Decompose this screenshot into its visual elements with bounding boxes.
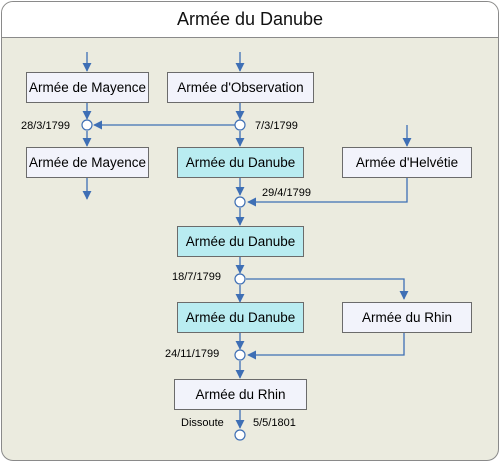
- junction-node: [234, 196, 246, 208]
- line-split-rhin: [246, 278, 409, 300]
- line-rhin-merge: [247, 333, 405, 360]
- dissolved-label: Dissoute: [181, 417, 224, 429]
- box-armee-de-mayence-2: Armée de Mayence: [26, 147, 149, 178]
- junction-node: [234, 119, 246, 131]
- box-armee-d-helvetie: Armée d'Helvétie: [342, 147, 472, 178]
- junction-node: [234, 349, 246, 361]
- box-armee-du-rhin-right: Armée du Rhin: [342, 302, 472, 333]
- date-label-29-4-1799: 29/4/1799: [262, 187, 311, 199]
- box-armee-d-observation: Armée d'Observation: [167, 72, 314, 103]
- junction-node: [81, 119, 93, 131]
- date-label-5-5-1801: 5/5/1801: [253, 417, 296, 429]
- date-label-24-11-1799: 24/11/1799: [165, 348, 220, 360]
- junction-node: [234, 273, 246, 285]
- diagram-title: Armée du Danube: [2, 2, 498, 38]
- line-helvetie-merge: [247, 178, 408, 207]
- date-label-28-3-1799: 28/3/1799: [21, 120, 70, 132]
- box-armee-du-danube-2: Armée du Danube: [177, 226, 304, 257]
- box-armee-du-rhin-bottom: Armée du Rhin: [174, 379, 307, 410]
- box-armee-de-mayence: Armée de Mayence: [26, 72, 149, 103]
- box-armee-du-danube-1: Armée du Danube: [177, 147, 304, 178]
- date-label-7-3-1799: 7/3/1799: [255, 120, 298, 132]
- box-armee-du-danube-3: Armée du Danube: [177, 302, 304, 333]
- end-node: [234, 429, 246, 441]
- date-label-18-7-1799: 18/7/1799: [172, 271, 221, 283]
